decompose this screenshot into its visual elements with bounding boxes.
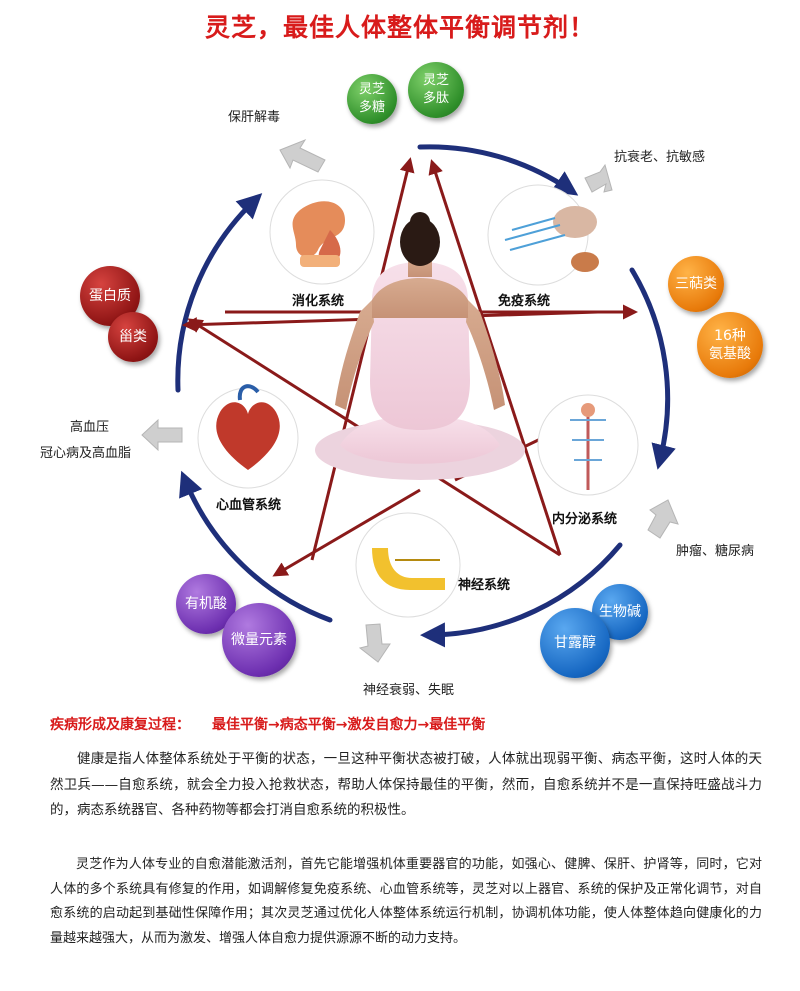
organ-immune-image <box>487 184 599 286</box>
effect-liver: 保肝解毒 <box>228 110 281 125</box>
system-endocrine: 内分泌系统 <box>552 512 618 527</box>
outer-arrows <box>141 138 679 663</box>
paragraph-lingzhi: 灵芝作为人体专业的自愈潜能激活剂，首先它能增强机体重要器官的功能，如强心、健脾、… <box>50 857 762 946</box>
page-title: 灵芝，最佳人体整体平衡调节剂！ <box>204 13 595 42</box>
star-arrow-6 <box>272 488 421 577</box>
effect-hypertension: 高血压 <box>70 420 110 435</box>
meditating-woman <box>315 212 525 480</box>
effect-coronary: 冠心病及高血脂 <box>40 446 132 461</box>
ball-label: 灵芝多肽 <box>422 73 449 106</box>
ball-label: 蛋白质 <box>89 288 131 304</box>
system-cardio: 心血管系统 <box>216 498 282 513</box>
star-arrow-1 <box>310 157 415 561</box>
ball-steroids: 甾类 <box>108 312 158 362</box>
organ-heart-image <box>197 384 299 489</box>
system-immune: 免疫系统 <box>498 294 551 309</box>
system-digestive: 消化系统 <box>292 294 345 309</box>
arrow-tumor <box>647 499 679 539</box>
ball-trace-elements: 微量元素 <box>222 603 296 677</box>
ring-arc-left <box>175 193 263 393</box>
ball-triterpenes: 三萜类 <box>668 256 724 312</box>
balance-diagram <box>141 138 679 663</box>
ring-arcs <box>175 144 676 648</box>
arrow-hypertension <box>141 418 183 452</box>
effect-aging: 抗衰老、抗敏感 <box>614 150 706 165</box>
ball-label: 甾类 <box>119 329 147 345</box>
system-nervous: 神经系统 <box>458 578 511 593</box>
ball-label: 甘露醇 <box>554 635 596 651</box>
ball-label: 有机酸 <box>185 596 227 612</box>
organ-nerve-image <box>355 512 461 618</box>
arrow-liver <box>279 138 326 173</box>
ball-label: 16种氨基酸 <box>709 328 751 362</box>
ball-lingzhi-peptide: 灵芝多肽 <box>408 62 464 118</box>
star-arrow-2 <box>428 159 562 556</box>
organ-endocrine-image <box>537 394 639 496</box>
ball-amino-acids: 16种氨基酸 <box>697 312 763 378</box>
process-label: 疾病形成及康复过程： <box>50 717 190 733</box>
paragraph-health: 健康是指人体整体系统处于平衡的状态，一旦这种平衡状态被打破，人体就出现弱平衡、病… <box>50 751 762 818</box>
ball-label: 微量元素 <box>231 632 287 648</box>
process-line: 疾病形成及康复过程： 最佳平衡→病态平衡→激发自愈力→最佳平衡 <box>50 714 485 734</box>
ring-arc-top-right <box>417 144 579 196</box>
ball-label: 灵芝多糖 <box>358 82 385 115</box>
ball-lingzhi-polysaccharide: 灵芝多糖 <box>347 74 397 124</box>
ball-label: 生物碱 <box>599 604 641 620</box>
ball-label: 三萜类 <box>675 276 717 292</box>
ring-arc-bottom-left <box>179 470 333 623</box>
effect-tumor: 肿瘤、糖尿病 <box>676 544 755 559</box>
arrow-aging <box>584 163 613 193</box>
ball-mannitol: 甘露醇 <box>540 608 610 678</box>
process-flow: 最佳平衡→病态平衡→激发自愈力→最佳平衡 <box>212 717 486 733</box>
ring-arc-bottom-right <box>420 542 623 648</box>
organ-digestive-image <box>269 179 375 285</box>
ring-arc-right <box>629 267 676 470</box>
arrow-neuro <box>358 623 391 663</box>
effect-neuro: 神经衰弱、失眠 <box>363 683 455 698</box>
